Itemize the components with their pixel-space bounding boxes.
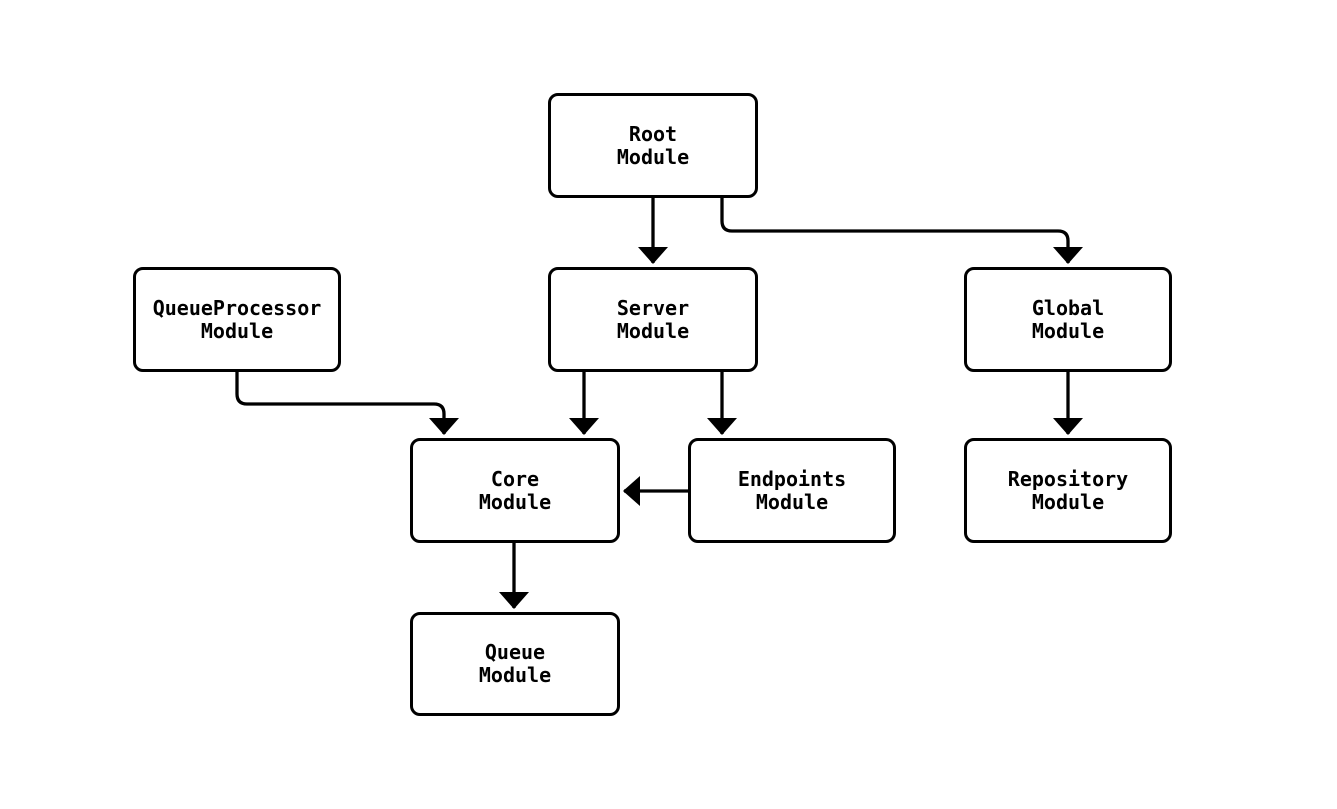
node-global-module-label: Global Module	[1031, 295, 1105, 343]
node-server-module: Server Module	[548, 267, 758, 372]
node-endpoints-module-label: Endpoints Module	[737, 466, 847, 514]
node-queueprocessor-module-label: QueueProcessor Module	[152, 295, 322, 343]
node-server-module-label: Server Module	[616, 295, 690, 343]
node-endpoints-module: Endpoints Module	[688, 438, 896, 543]
node-root-module-label: Root Module	[616, 121, 690, 169]
node-root-module: Root Module	[548, 93, 758, 198]
node-queueprocessor-module: QueueProcessor Module	[133, 267, 341, 372]
edge-queueprocessor-to-core	[235, 372, 459, 435]
node-core-module: Core Module	[410, 438, 620, 543]
node-repository-module: Repository Module	[964, 438, 1172, 543]
node-queue-module: Queue Module	[410, 612, 620, 716]
edge-root-to-global	[720, 198, 1083, 264]
node-queue-module-label: Queue Module	[478, 640, 552, 687]
node-core-module-label: Core Module	[478, 466, 552, 514]
node-repository-module-label: Repository Module	[1007, 466, 1129, 514]
node-global-module: Global Module	[964, 267, 1172, 372]
